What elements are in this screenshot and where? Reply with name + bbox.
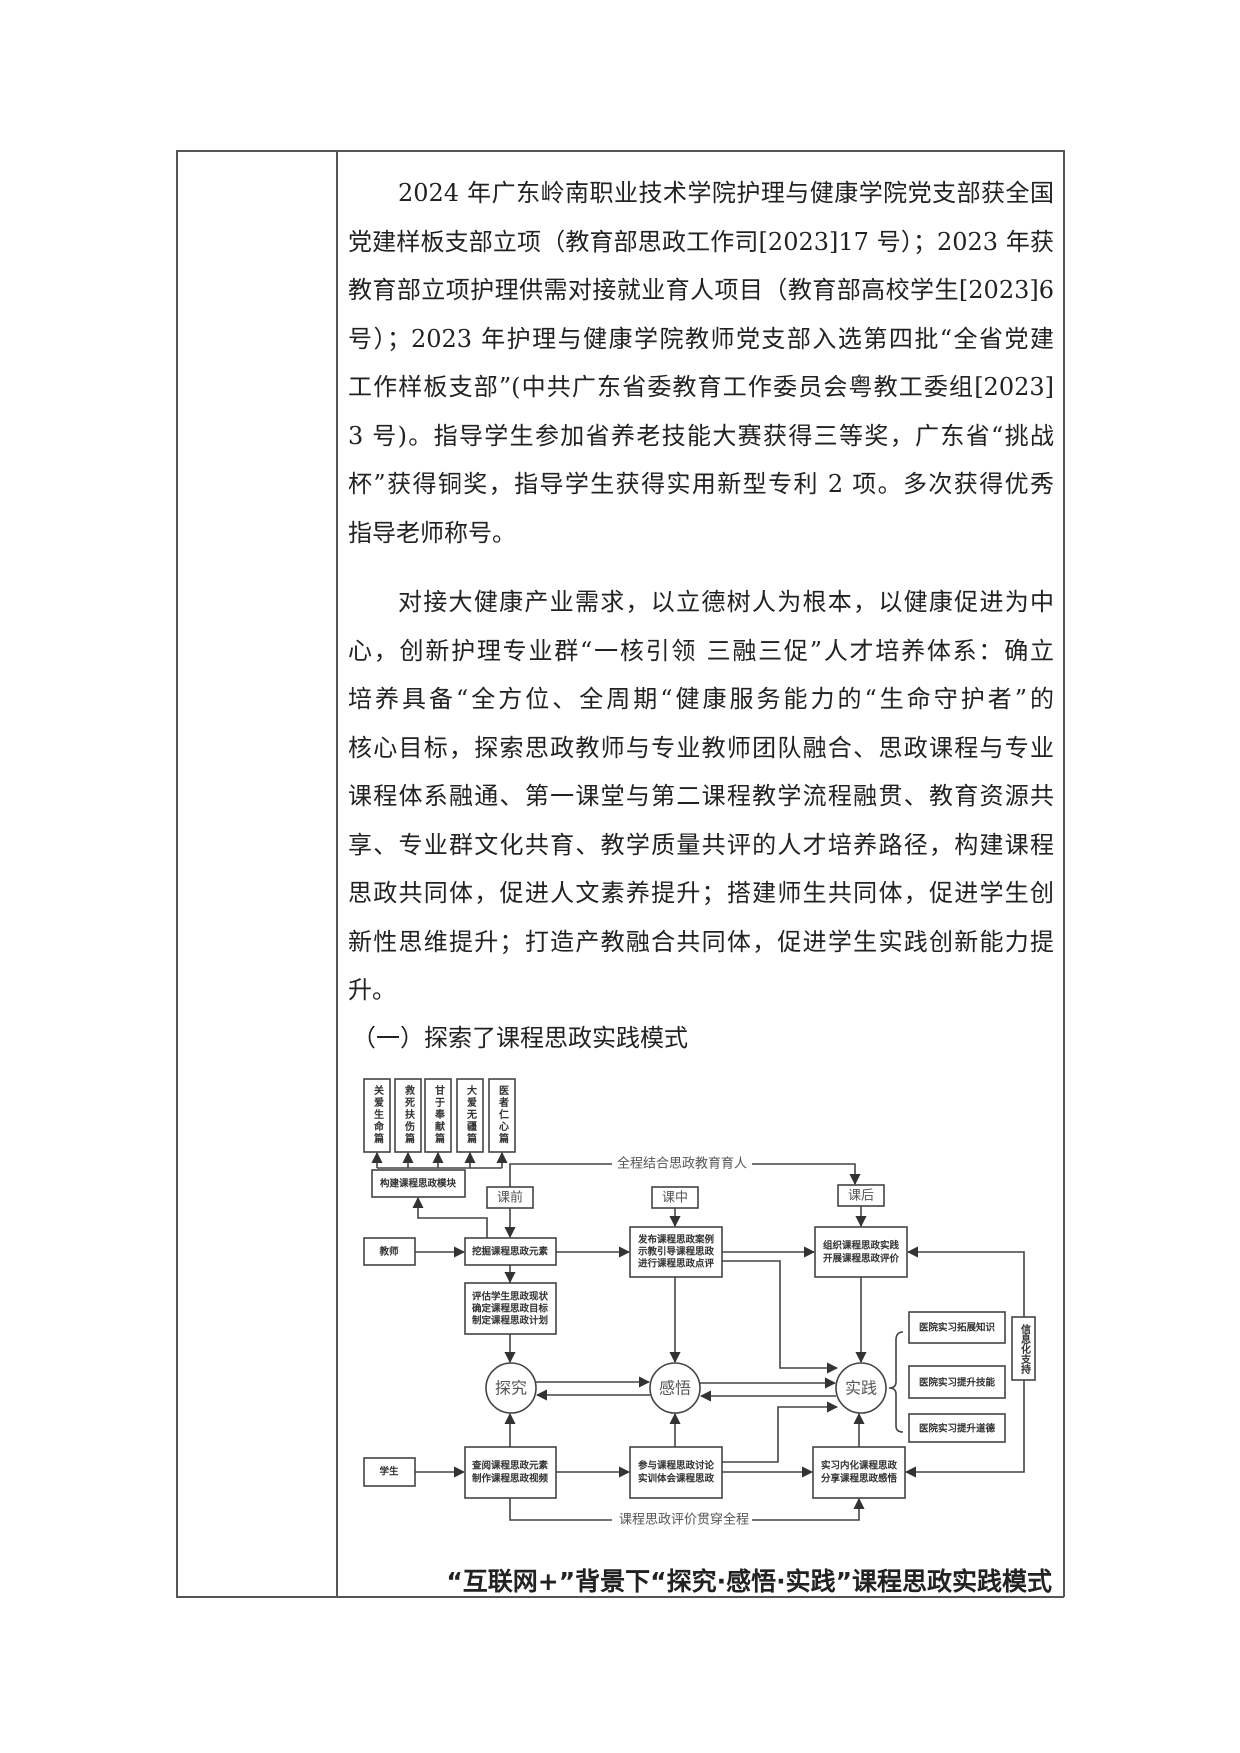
text-line: 教育部立项护理供需对接就业育人项目（教育部高校学生[2023]6 [348, 276, 1054, 304]
table-right-border [1063, 150, 1065, 1597]
internalize-line-1: 实习内化课程思政 [821, 1460, 898, 1472]
brace [888, 1331, 904, 1433]
assess-line-3: 制定课程思政计划 [472, 1315, 548, 1327]
organize-line-2: 开展课程思政评价 [823, 1253, 900, 1265]
section-heading: （一）探索了课程思政实践模式 [352, 1024, 688, 1052]
teacher-box: 教师 [378, 1246, 399, 1258]
phase-before: 课前 [497, 1190, 523, 1206]
table-left-border [176, 150, 178, 1597]
text-line: 培养具备“全方位、全周期“健康服务能力的“生命守护者”的 [348, 685, 1054, 713]
publish-line-1: 发布课程思政案例 [637, 1234, 714, 1246]
publish-line-2: 示教引导课程思政 [638, 1246, 715, 1258]
publish-line-3: 进行课程思政点评 [638, 1258, 715, 1270]
assess-line-2: 确定课程思政目标 [472, 1303, 549, 1315]
text-line: 指导老师称号。 [348, 518, 516, 547]
text-line: 工作样板支部”(中共广东省委教育工作委员会粤教工委组[2023] [348, 373, 1054, 401]
table-top-border [176, 150, 1064, 152]
text-line: 升。 [348, 976, 396, 1004]
hospital-skills: 医院实习提升技能 [919, 1377, 996, 1389]
text-line: 课程体系融通、第一课堂与第二课程教学流程融贯、教育资源共 [348, 782, 1054, 810]
module-1: 关爱生命篇 [372, 1084, 385, 1145]
hospital-knowledge: 医院实习拓展知识 [919, 1322, 996, 1334]
stage-explore: 探究 [495, 1379, 527, 1398]
table-bottom-border [176, 1596, 1064, 1598]
module-4: 大爱无疆篇 [465, 1084, 478, 1145]
participate-line-1: 参与课程思政讨论 [637, 1460, 715, 1472]
internalize-line-2: 分享课程思政感悟 [821, 1473, 898, 1485]
top-flow-label: 全程结合思政教育育人 [617, 1156, 747, 1172]
review-line-2: 制作课程思政视频 [472, 1473, 549, 1485]
text-line: 号）；2023 年护理与健康学院教师党支部入选第四批“全省党建 [348, 324, 1054, 353]
achievements-paragraph: 2024 年广东岭南职业技术学院护理与健康学院党支部获全国党建样板支部立项（教育… [348, 169, 1054, 557]
text-line: 杯”获得铜奖，指导学生获得实用新型专利 2 项。多次获得优秀 [348, 470, 1054, 498]
text-line: 对接大健康产业需求，以立德树人为根本，以健康促进为中 [398, 588, 1054, 616]
phase-after: 课后 [848, 1189, 874, 1204]
table-column-divider [336, 150, 338, 1597]
participate-line-2: 实训体会课程思政 [638, 1473, 715, 1485]
assess-line-1: 评估学生思政现状 [472, 1291, 549, 1303]
phase-during: 课中 [662, 1191, 688, 1206]
hospital-ethics: 医院实习提升道德 [919, 1423, 996, 1435]
text-line: 心，创新护理专业群“一核引领 三融三促”人才培养体系：确立 [348, 636, 1054, 665]
text-line: 新性思维提升；打造产教融合共同体，促进学生实践创新能力提 [348, 927, 1054, 956]
module-3: 甘于奉献篇 [433, 1084, 446, 1145]
text-line: 3 号)。指导学生参加省养老技能大赛获得三等奖，广东省“挑战 [348, 421, 1054, 450]
text-line: 思政共同体，促进人文素养提升；搭建师生共同体，促进学生创 [348, 879, 1054, 907]
text-line: 党建样板支部立项（教育部思政工作司[2023]17 号）；2023 年获 [348, 227, 1054, 256]
student-box: 学生 [379, 1466, 399, 1478]
stage-practice: 实践 [845, 1379, 877, 1398]
dig-elements-box: 挖掘课程思政元素 [472, 1246, 549, 1258]
module-2: 救死扶伤篇 [403, 1084, 416, 1145]
figure-caption: “互联网+”背景下“探究·感悟·实践”课程思政实践模式 [446, 1567, 1052, 1596]
review-line-1: 查阅课程思政元素 [471, 1460, 549, 1472]
info-support-box: 信息化支持 [1019, 1323, 1032, 1375]
text-line: 核心目标，探索思政教师与专业教师团队融合、思政课程与专业 [348, 733, 1054, 762]
bottom-flow-label: 课程思政评价贯穿全程 [619, 1512, 749, 1528]
text-line: 享、专业群文化共育、教学质量共评的人才培养路径，构建课程 [348, 830, 1054, 859]
organize-line-1: 组织课程思政实践 [823, 1240, 900, 1252]
module-5: 医者仁心篇 [497, 1085, 510, 1145]
text-line: 2024 年广东岭南职业技术学院护理与健康学院党支部获全国 [398, 179, 1054, 207]
stage-realize: 感悟 [659, 1379, 691, 1398]
module-boxes: 关爱生命篇 救死扶伤篇 甘于奉献篇 大爱无疆篇 医者仁心篇 [363, 1078, 516, 1153]
ideology-practice-diagram: 关爱生命篇 救死扶伤篇 甘于奉献篇 大爱无疆篇 医者仁心篇 [363, 1078, 1036, 1528]
talent-system-paragraph: 对接大健康产业需求，以立德树人为根本，以健康促进为中心，创新护理专业群“一核引领… [348, 578, 1054, 1015]
build-module-box: 构建课程思政模块 [380, 1178, 457, 1190]
